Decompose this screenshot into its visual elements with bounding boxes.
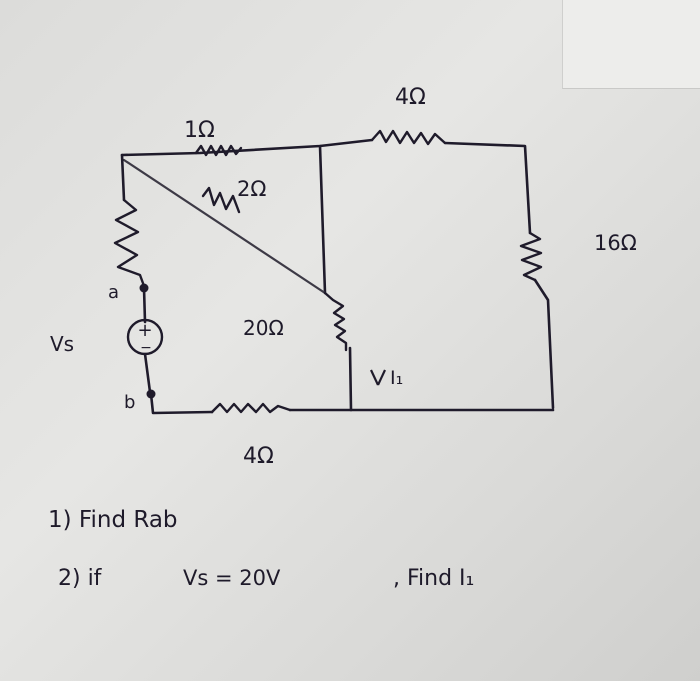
question-2-if: 2) if (58, 566, 103, 591)
label-source: Vs (50, 332, 74, 356)
resistor-left (113, 198, 146, 288)
label-20ohm: 20Ω (243, 316, 284, 340)
source-plus: + (137, 320, 152, 341)
label-node-a: a (108, 282, 119, 303)
resistor-4ohm-top (370, 129, 447, 146)
wire-right (533, 278, 555, 410)
label-4ohm-top: 4Ω (395, 85, 426, 110)
label-current: I₁ (390, 367, 403, 389)
resistor-1ohm (194, 144, 243, 157)
wire-diagonal-2ohm (122, 158, 327, 295)
label-1ohm: 1Ω (184, 118, 215, 143)
wire-left-top (120, 153, 126, 202)
wire-source-to-b (143, 352, 152, 394)
question-2-condition: Vs = 20V (183, 566, 281, 590)
resistor-2ohm (201, 186, 241, 214)
wire-top (120, 138, 374, 157)
resistor-4ohm-bottom (210, 402, 292, 414)
wire-current-branch (348, 346, 353, 412)
label-2ohm: 2Ω (237, 177, 266, 201)
wire-top-right (443, 141, 532, 235)
paper-corner (562, 0, 700, 89)
label-16ohm: 16Ω (594, 231, 637, 255)
wire-middle-vertical (318, 144, 327, 295)
question-1: 1) Find Rab (48, 507, 178, 533)
label-node-b: b (124, 392, 135, 413)
wire-a-to-source (142, 286, 147, 324)
resistor-16ohm (519, 231, 543, 282)
wire-left-bottom (149, 392, 214, 415)
resistor-20ohm (323, 291, 348, 352)
current-arrow (370, 369, 379, 386)
source-minus: − (140, 340, 152, 356)
question-2-task: , Find I₁ (393, 566, 474, 591)
current-arrow-head (377, 369, 386, 386)
label-4ohm-bottom: 4Ω (243, 444, 274, 469)
